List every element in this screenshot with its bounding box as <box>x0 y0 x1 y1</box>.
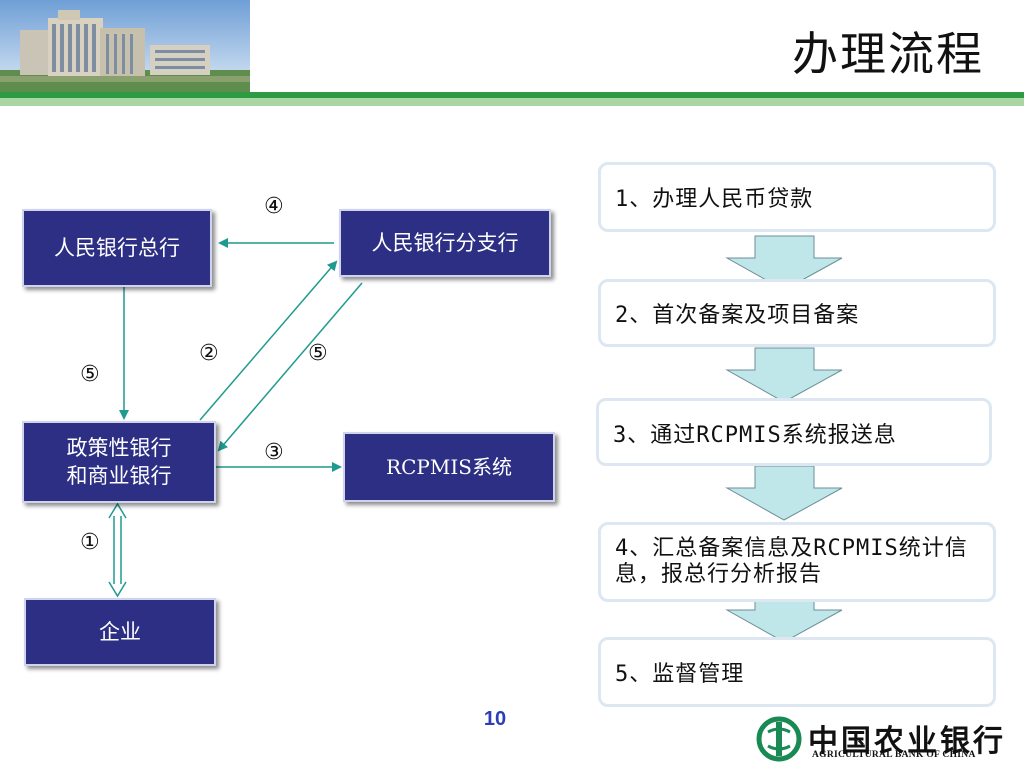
bank-logo-name: 中国农业银行 <box>808 724 1006 759</box>
abc-logo-icon <box>756 716 802 762</box>
node-policy-label-line2: 和商业银行 <box>66 464 172 488</box>
page-title: 办理流程 <box>792 27 984 81</box>
double-arrow-enterprise-policy <box>108 502 127 598</box>
node-enterprise-label: 企业 <box>99 619 141 644</box>
header-bar <box>0 92 1024 98</box>
step-arrow-3 <box>725 465 843 521</box>
node-pboc-hq-label: 人民银行总行 <box>54 235 180 260</box>
step-arrow-4 <box>725 595 843 643</box>
label-step-2: ② <box>199 341 219 366</box>
bank-logo-english: AGRICULTURAL BANK OF CHINA <box>812 750 976 760</box>
node-pboc-branch-label: 人民银行分支行 <box>371 230 519 255</box>
header-building-photo <box>0 0 250 92</box>
label-step-5-mid: ⑤ <box>308 341 328 366</box>
process-step-5: 5、监督管理 <box>598 637 996 707</box>
page-number: 10 <box>483 708 507 730</box>
node-rcpmis-system: RCPMIS系统 <box>343 432 555 502</box>
process-step-2: 2、首次备案及项目备案 <box>598 279 996 347</box>
process-step-4: 4、汇总备案信息及RCPMIS统计信息，报总行分析报告 <box>598 522 996 602</box>
process-step-3: 3、通过RCPMIS系统报送息 <box>596 398 992 466</box>
node-policy-commercial-banks: 政策性银行 和商业银行 <box>22 421 216 503</box>
node-pboc-branch: 人民银行分支行 <box>339 209 551 277</box>
header-bar-light <box>0 98 1024 106</box>
node-enterprise: 企业 <box>24 598 216 666</box>
node-rcpmis-label: RCPMIS系统 <box>386 454 512 479</box>
arrow-policy-to-branch <box>199 260 338 421</box>
process-step-1: 1、办理人民币贷款 <box>598 162 996 232</box>
label-step-5-left: ⑤ <box>80 362 100 387</box>
step-arrow-1 <box>725 235 843 291</box>
label-step-1: ① <box>80 530 100 555</box>
arrow-branch-to-policy <box>217 282 363 452</box>
step-arrow-2 <box>725 347 843 403</box>
label-step-4: ④ <box>264 194 284 219</box>
label-step-3: ③ <box>264 440 284 465</box>
node-policy-label-line1: 政策性银行 <box>66 435 172 460</box>
node-pboc-hq: 人民银行总行 <box>22 209 212 287</box>
